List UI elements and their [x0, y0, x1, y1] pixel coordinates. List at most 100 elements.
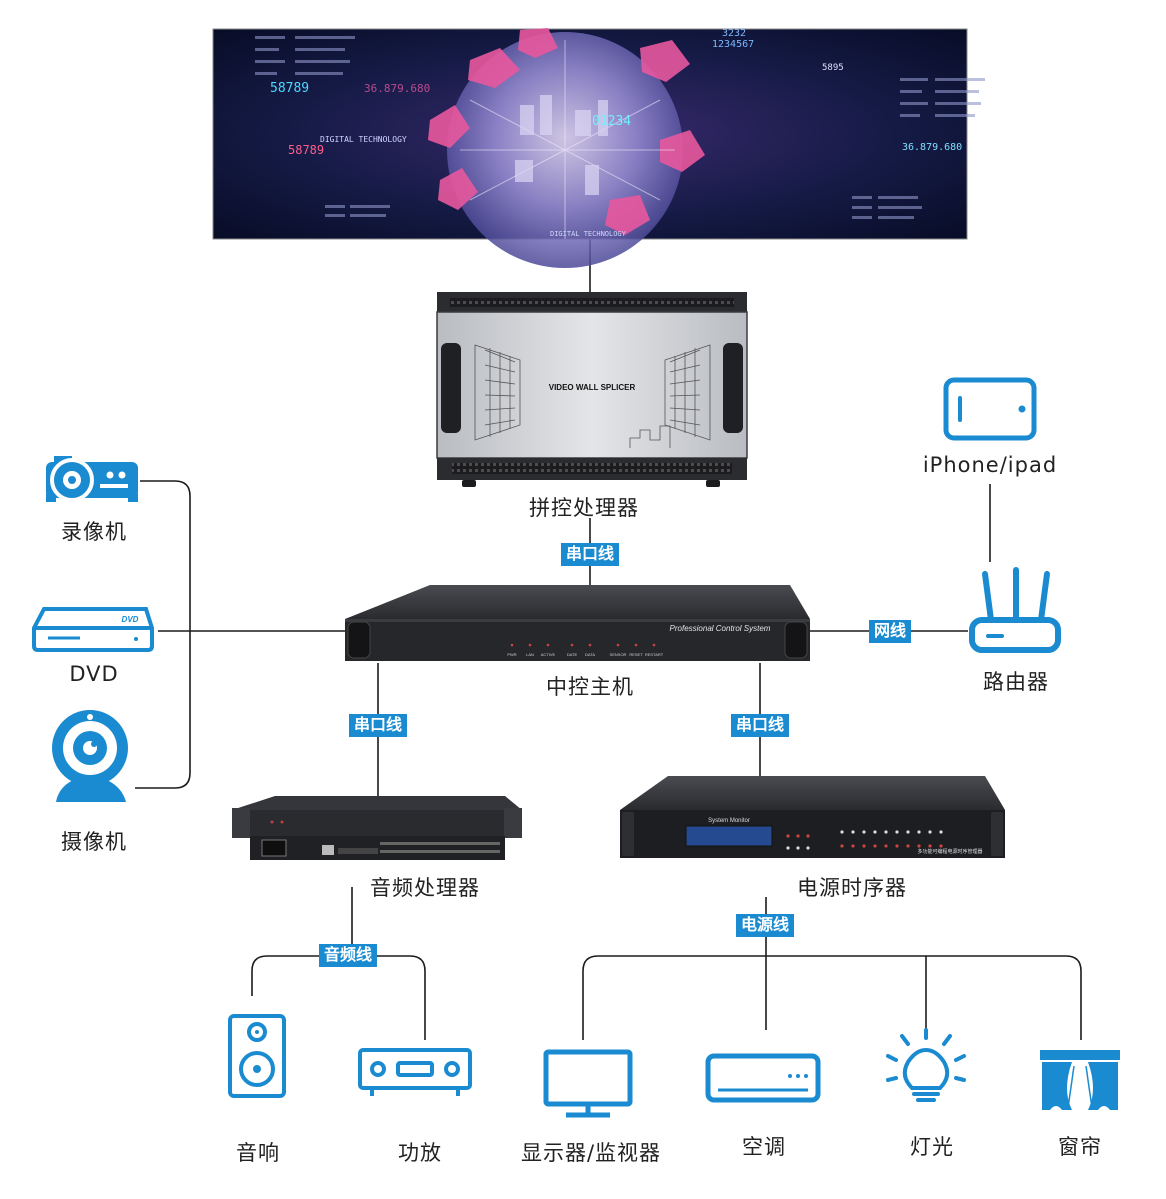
cable-tag-splicer: 串口线	[560, 543, 620, 566]
video-wall-display: 58789 36.879.680 01234 58789 36.879.680 …	[212, 28, 985, 268]
output-label-speaker: 音响	[236, 1141, 280, 1165]
cable-tag-network: 网线	[868, 620, 912, 643]
controller-led-label: ACTIVE	[541, 652, 556, 657]
output-label-monitor: 显示器/监视器	[520, 1141, 662, 1165]
sequencer-channel-led	[840, 830, 844, 834]
cable-tag-power-serial: 串口线	[730, 714, 790, 737]
wall-caption: DIGITAL TECHNOLOGY	[320, 135, 407, 144]
sequencer-channel-led	[928, 830, 932, 834]
sequencer-channel-led	[895, 830, 899, 834]
sequencer-channel-led	[884, 844, 888, 848]
cable-tag-audio-serial: 串口线	[348, 714, 408, 737]
sequencer-channel-led	[939, 844, 943, 848]
wall-readout: 1234567	[712, 39, 754, 50]
wall-readout: 58789	[288, 143, 324, 157]
controller-led-label: RESTART	[645, 652, 664, 657]
cable-tag-audio-line: 音频线	[318, 944, 378, 967]
webcam-icon	[52, 710, 128, 802]
output-label-amplifier: 功放	[398, 1141, 442, 1165]
sequencer-channel-led	[939, 830, 943, 834]
wall-readout: 01234	[592, 114, 631, 129]
controller-led	[616, 643, 620, 647]
video-wall-splicer: VIDEO WALL SPLICER	[436, 292, 748, 487]
video-wall-readouts: 58789 36.879.680 01234 58789 36.879.680 …	[270, 28, 962, 238]
splicer-label: 拼控处理器	[529, 496, 639, 520]
tablet-label: iPhone/ipad	[922, 453, 1058, 477]
sequencer-channel-led	[906, 844, 910, 848]
sequencer-led	[786, 834, 790, 838]
controller-led-label: RESET	[629, 652, 643, 657]
video-wall-globe	[428, 28, 705, 268]
output-label-light: 灯光	[910, 1135, 954, 1159]
sequencer-led	[806, 846, 810, 850]
controller-led	[546, 643, 550, 647]
power-sequencer-label: 电源时序器	[797, 876, 907, 900]
sequencer-footer-text: 多功能可编程电源时序管理器	[917, 848, 982, 855]
sequencer-led	[796, 834, 800, 838]
projector-icon	[46, 456, 138, 502]
sequencer-channel-led	[917, 844, 921, 848]
controller-led-label: PWR	[507, 652, 516, 657]
sequencer-channel-led	[917, 830, 921, 834]
sequencer-led	[806, 834, 810, 838]
sequencer-channel-led	[840, 844, 844, 848]
controller-label: 中控主机	[546, 675, 634, 699]
tablet-icon	[943, 377, 1037, 441]
controller-led-label: DATE	[567, 652, 578, 657]
sequencer-channel-led	[884, 830, 888, 834]
sequencer-screen-text: System Monitor	[708, 818, 750, 824]
controller-led	[652, 643, 656, 647]
controller-led	[588, 643, 592, 647]
curtain-icon	[1040, 1050, 1120, 1110]
sequencer-channel-led	[906, 830, 910, 834]
controller-led	[634, 643, 638, 647]
source-label-dvd: DVD	[69, 662, 119, 686]
wall-readout: 58789	[270, 81, 309, 96]
controller-led-label: SENSOR	[610, 652, 627, 657]
air-conditioner-icon	[705, 1053, 821, 1103]
splicer-panel-text: VIDEO WALL SPLICER	[549, 383, 636, 392]
light-bulb-icon	[886, 1028, 966, 1102]
sequencer-channel-led	[873, 830, 877, 834]
dvd-logo: DVD	[122, 615, 139, 624]
central-controller: Professional Control System PWR LAN ACTIVE…	[345, 585, 810, 661]
sequencer-channel-led	[851, 830, 855, 834]
wall-readout: 36.879.680	[364, 82, 430, 95]
power-sequencer: System Monitor 多功能可编程电源时序管理器	[620, 776, 1005, 858]
amplifier-icon	[358, 1048, 472, 1096]
sequencer-led	[786, 846, 790, 850]
audio-processor-label: 音频处理器	[370, 876, 480, 900]
sequencer-channel-led	[851, 844, 855, 848]
output-label-air-conditioner: 空调	[742, 1135, 786, 1159]
sequencer-channel-led	[895, 844, 899, 848]
controller-led-label: DATA	[585, 652, 595, 657]
dvd-player-icon: DVD	[32, 607, 154, 652]
sequencer-channel-led	[862, 844, 866, 848]
controller-led-label: LAN	[526, 652, 534, 657]
wall-readout: 3232	[722, 28, 746, 39]
sequencer-led-grid	[786, 830, 943, 850]
speaker-icon	[228, 1014, 286, 1098]
source-label-camera: 摄像机	[61, 830, 127, 854]
source-label-recorder: 录像机	[61, 520, 127, 544]
monitor-icon	[543, 1049, 633, 1118]
cable-tag-power-line: 电源线	[735, 914, 795, 937]
sequencer-channel-led	[928, 844, 932, 848]
wall-readout: 36.879.680	[902, 142, 962, 153]
controller-led	[570, 643, 574, 647]
sequencer-channel-led	[873, 844, 877, 848]
controller-led	[510, 643, 514, 647]
output-label-curtain: 窗帘	[1058, 1135, 1102, 1159]
controller-panel-text: Professional Control System	[670, 624, 771, 633]
wall-caption-bottom: DIGITAL TECHNOLOGY	[550, 230, 627, 238]
sequencer-channel-led	[862, 830, 866, 834]
audio-processor	[232, 796, 522, 860]
sequencer-led	[796, 846, 800, 850]
wall-readout: 5895	[822, 63, 844, 73]
video-wall-filler-text	[255, 36, 985, 219]
router-label: 路由器	[983, 670, 1049, 694]
router-icon	[969, 567, 1061, 653]
controller-led	[528, 643, 532, 647]
